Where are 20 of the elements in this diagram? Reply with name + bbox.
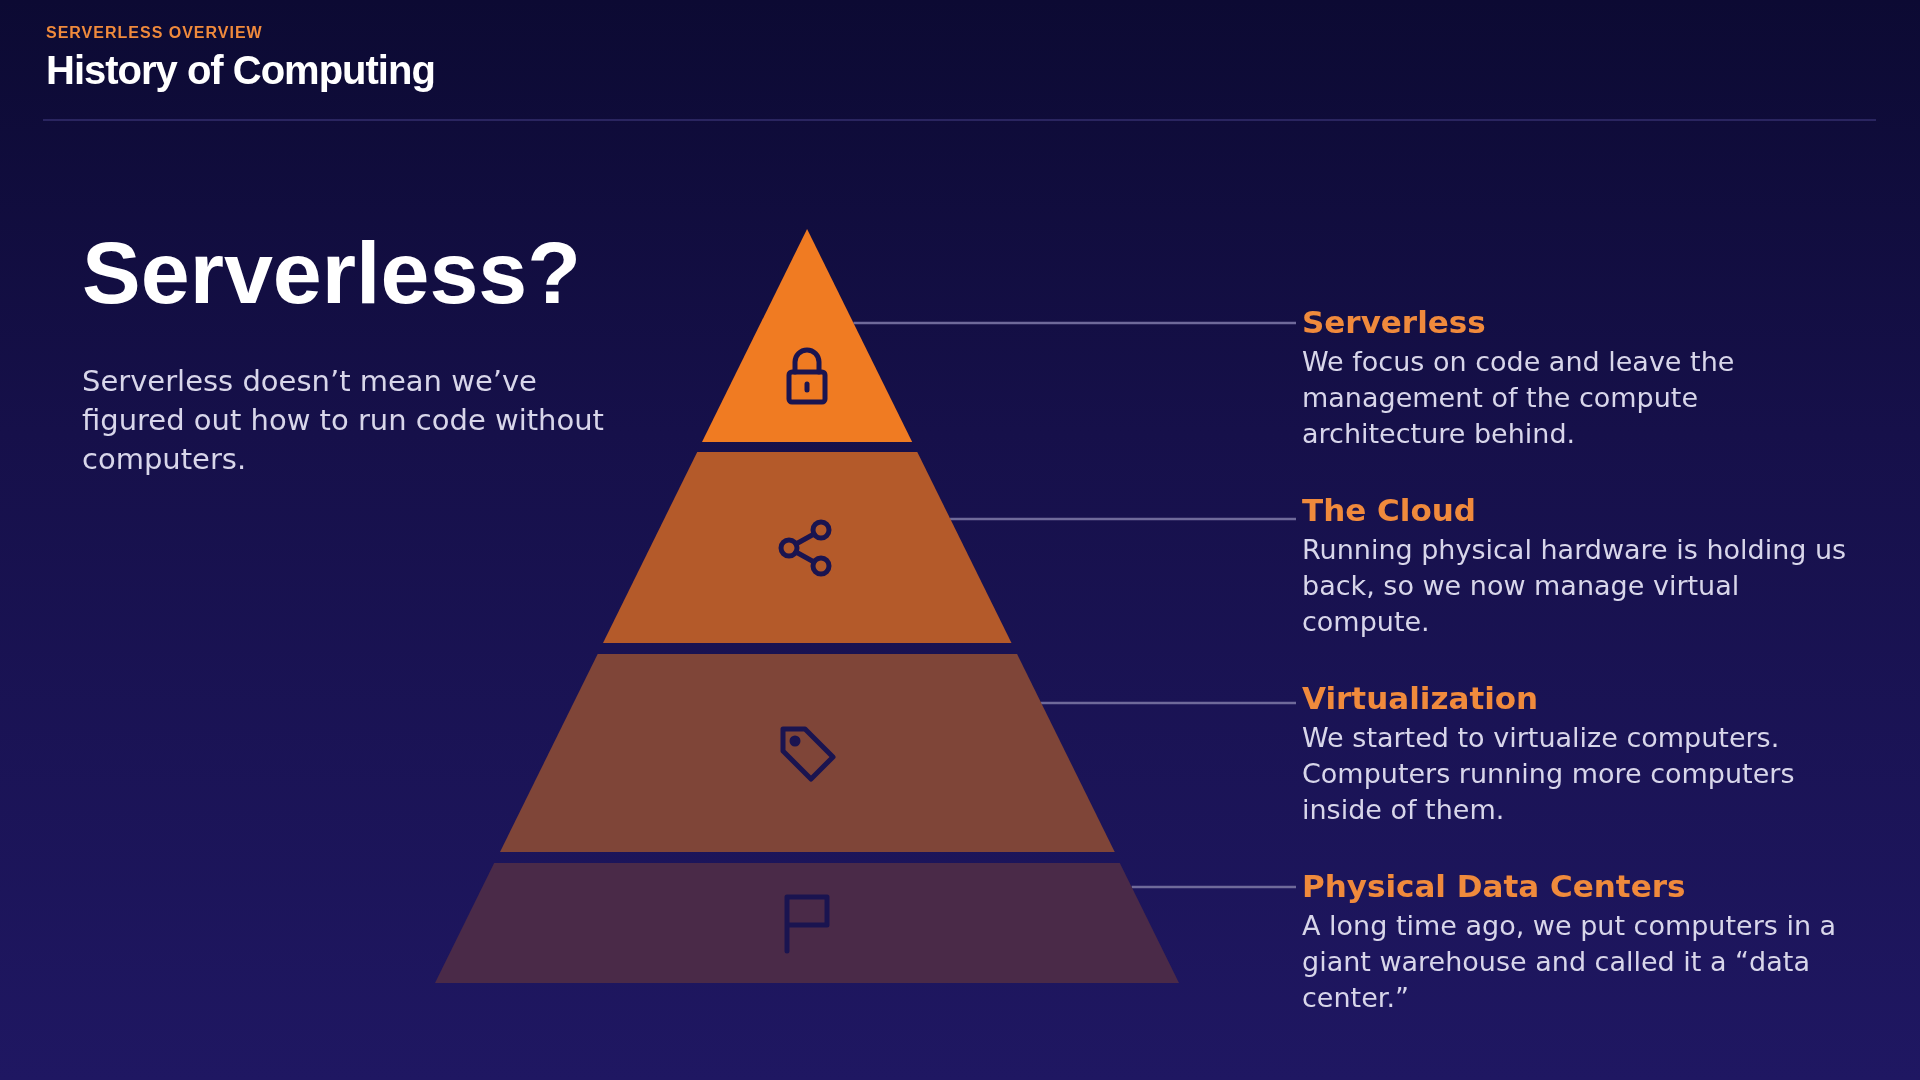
layer-description: A long time ago, we put computers in a giant warehouse and called it a “data center.”: [1302, 909, 1838, 1015]
slide-heading: Serverless?: [82, 222, 582, 324]
layer-description: We started to virtualize computers. Computers running more computers inside of them.: [1302, 721, 1796, 827]
pyramid-top: [701, 229, 913, 442]
layer-description: We focus on code and leave the management of the compute architecture behind.: [1302, 345, 1736, 451]
leader-line: [950, 517, 1296, 521]
layer-heading: Serverless: [1302, 304, 1487, 340]
section-kicker: SERVERLESS OVERVIEW: [46, 24, 263, 42]
pyramid-layer: [435, 863, 1179, 983]
slide-title: History of Computing: [46, 48, 435, 93]
leader-line: [853, 321, 1296, 325]
leader-line: [1040, 701, 1296, 705]
layer-heading: The Cloud: [1302, 492, 1477, 528]
intro-paragraph: Serverless doesn’t mean we’ve figured out how to run code without computers.: [82, 363, 605, 478]
pyramid-layer: [602, 452, 1012, 643]
layer-heading: Physical Data Centers: [1302, 868, 1687, 904]
leader-line: [1131, 885, 1296, 889]
pyramid-layer: [499, 654, 1115, 852]
layer-description: Running physical hardware is holding us back, so we now manage virtual compute.: [1302, 533, 1848, 639]
layer-heading: Virtualization: [1302, 680, 1540, 716]
